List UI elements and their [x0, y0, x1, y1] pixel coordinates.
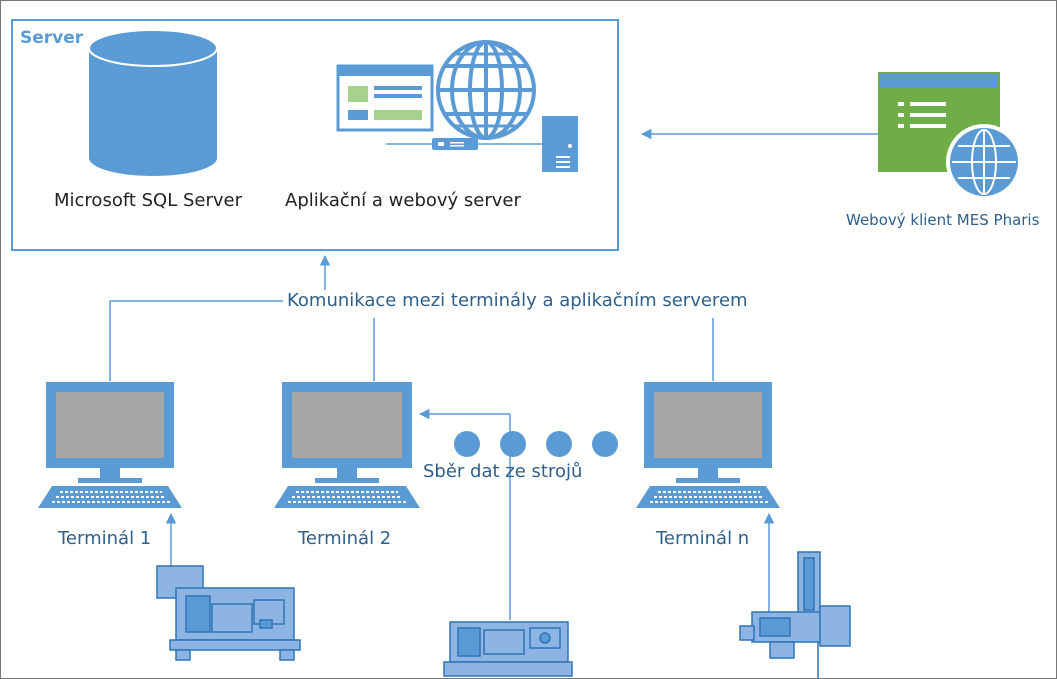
communication-lines	[109, 254, 714, 381]
terminal-2-label: Terminál 2	[298, 528, 392, 549]
data-collection-label: Sběr dat ze strojů	[423, 461, 583, 482]
app-server-label: Aplikační a webový server	[285, 190, 521, 211]
app-window-icon	[336, 64, 434, 132]
web-client-icon	[878, 72, 1022, 200]
machine-n-icon	[739, 551, 851, 679]
server-title: Server	[20, 28, 84, 48]
terminal-1-icon	[38, 382, 182, 508]
db-label: Microsoft SQL Server	[54, 190, 243, 211]
globe-icon	[436, 40, 536, 140]
network-server-icon	[386, 116, 578, 172]
terminal-2-icon	[274, 382, 420, 508]
communication-label: Komunikace mezi terminály a aplikačním s…	[287, 290, 748, 311]
database-icon	[88, 29, 218, 176]
machine-2-icon	[443, 621, 573, 677]
terminal-n-icon	[636, 382, 780, 508]
terminal-1-label: Terminál 1	[58, 528, 152, 549]
data-dots	[454, 431, 618, 457]
machine-1-icon	[156, 565, 301, 661]
terminal-n-label: Terminál n	[656, 528, 750, 549]
web-client-label: Webový klient MES Pharis	[846, 211, 1040, 229]
